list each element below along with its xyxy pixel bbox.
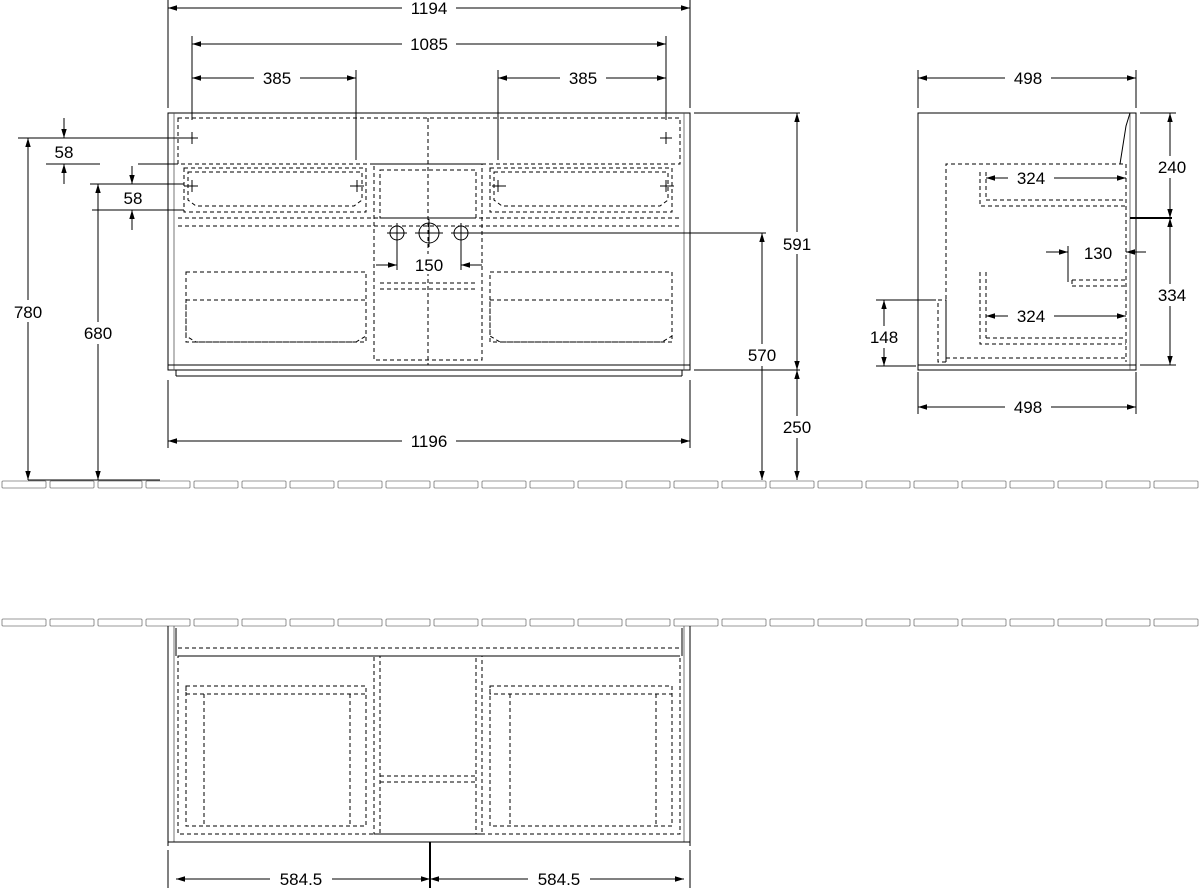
floor-tile <box>577 480 623 489</box>
floor-tile <box>193 480 239 489</box>
dim-front-250: 250 <box>783 418 811 437</box>
floor-tile <box>769 480 815 489</box>
tap-hole-icon <box>387 219 471 247</box>
floor-tile <box>49 618 95 627</box>
dim-plan-left-584-5: 584.5 <box>280 870 323 888</box>
floor-tile <box>1 618 47 627</box>
side-elevation: 498 324 130 324 240 334 148 498 <box>868 68 1192 417</box>
floor-tile <box>1153 618 1199 627</box>
floor-tile <box>625 618 671 627</box>
dim-side-bottom-498: 498 <box>1014 398 1042 417</box>
floor-tile <box>1 480 47 489</box>
dim-front-left-385: 385 <box>263 69 291 88</box>
dim-front-hole-span: 1085 <box>410 35 448 54</box>
floor-tile <box>721 618 767 627</box>
floor-tile <box>145 618 191 627</box>
dim-side-148: 148 <box>870 328 898 347</box>
dim-front-58-b: 58 <box>124 189 143 208</box>
floor-tile <box>721 480 767 489</box>
floor-tile <box>145 480 191 489</box>
floor-tile <box>961 480 1007 489</box>
floor-tile <box>385 480 431 489</box>
dim-front-top-width: 1194 <box>411 0 448 18</box>
floor-tile <box>337 618 383 627</box>
floor-tile <box>913 618 959 627</box>
floor-tile <box>289 480 335 489</box>
floor-tile <box>673 480 719 489</box>
floor-tile <box>1057 618 1103 627</box>
dim-front-680: 680 <box>84 324 112 343</box>
floor-tile <box>49 480 95 489</box>
dim-front-570: 570 <box>748 346 776 365</box>
floor-tile <box>961 618 1007 627</box>
floor-tile <box>529 618 575 627</box>
floor-tile <box>625 480 671 489</box>
dim-front-58-a: 58 <box>55 143 74 162</box>
floor-tile <box>817 618 863 627</box>
floor-tile <box>865 480 911 489</box>
floor-tile <box>289 618 335 627</box>
floor-tile <box>577 618 623 627</box>
dim-front-bottom-width: 1196 <box>411 432 448 451</box>
floor-tile <box>865 618 911 627</box>
floor-tile <box>481 480 527 489</box>
plan-view: 584.5 584.5 <box>167 626 691 888</box>
floor-tile <box>433 618 479 627</box>
dim-side-324-bottom: 324 <box>1017 307 1045 326</box>
front-elevation: 1194 1085 385 385 58 58 780 680 150 <box>10 0 814 481</box>
floor-tile <box>193 618 239 627</box>
floor-tile <box>385 618 431 627</box>
floor-tile <box>1153 480 1199 489</box>
floor-tile <box>241 618 287 627</box>
floor-tile <box>481 618 527 627</box>
dim-front-right-385: 385 <box>569 69 597 88</box>
dim-front-150: 150 <box>415 256 443 275</box>
floor-tile <box>337 480 383 489</box>
dim-side-130: 130 <box>1084 244 1112 263</box>
floor-tile <box>1105 480 1151 489</box>
floor-tile <box>1009 618 1055 627</box>
floor-tile <box>97 618 143 627</box>
dim-front-780: 780 <box>14 303 42 322</box>
floor-line-lower <box>1 618 1199 627</box>
floor-tile <box>433 480 479 489</box>
floor-line-upper <box>1 480 1199 489</box>
floor-tile <box>1009 480 1055 489</box>
dim-side-top-498: 498 <box>1014 69 1042 88</box>
floor-tile <box>769 618 815 627</box>
mount-cross-icon <box>184 132 674 192</box>
dim-side-334: 334 <box>1158 286 1186 305</box>
floor-tile <box>97 480 143 489</box>
dim-plan-right-584-5: 584.5 <box>538 870 581 888</box>
floor-tile <box>1057 480 1103 489</box>
floor-tile <box>1105 618 1151 627</box>
dim-side-240: 240 <box>1158 158 1186 177</box>
floor-tile <box>817 480 863 489</box>
floor-tile <box>241 480 287 489</box>
floor-tile <box>913 480 959 489</box>
floor-tile <box>673 618 719 627</box>
dim-front-591: 591 <box>783 235 811 254</box>
floor-tile <box>529 480 575 489</box>
dim-side-324-top: 324 <box>1017 169 1045 188</box>
